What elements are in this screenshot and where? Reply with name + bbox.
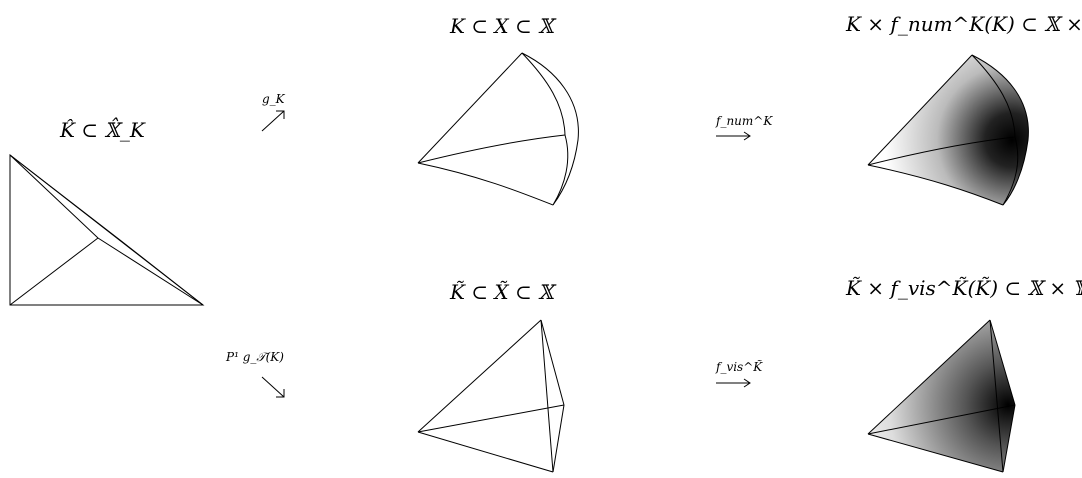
shaded-simplex-top [867,54,1029,206]
arrow-label-p1g: P¹ g_𝒯(K) [226,350,284,364]
label-top-middle: K ⊂ X ⊂ 𝕏 [450,14,554,38]
label-bottom-right: K̃ × f_vis^K̃(K̃) ⊂ 𝕏 × 𝕐 [846,276,1082,300]
arrow-label-fvis: f_vis^K̃ [716,360,763,374]
label-top-right: K × f_num^K(K) ⊂ 𝕏 × 𝕐 [846,12,1082,36]
shaded-simplex-bottom [867,319,1016,473]
arrow-bottom-right [716,378,751,388]
arrow-down-right [261,376,285,398]
label-base-complex: K̂ ⊂ 𝕏̂_K [60,118,145,142]
arrow-top-right [716,131,751,141]
base-simplex [9,153,205,306]
label-bottom-middle: K̃ ⊂ X̃ ⊂ 𝕏 [450,280,554,304]
curved-simplex-top [417,52,579,206]
arrow-label-gk: g_K [262,92,285,106]
straight-simplex-bottom [417,319,565,473]
arrow-up-right [261,110,285,132]
arrow-label-fnum: f_num^K [716,114,773,128]
